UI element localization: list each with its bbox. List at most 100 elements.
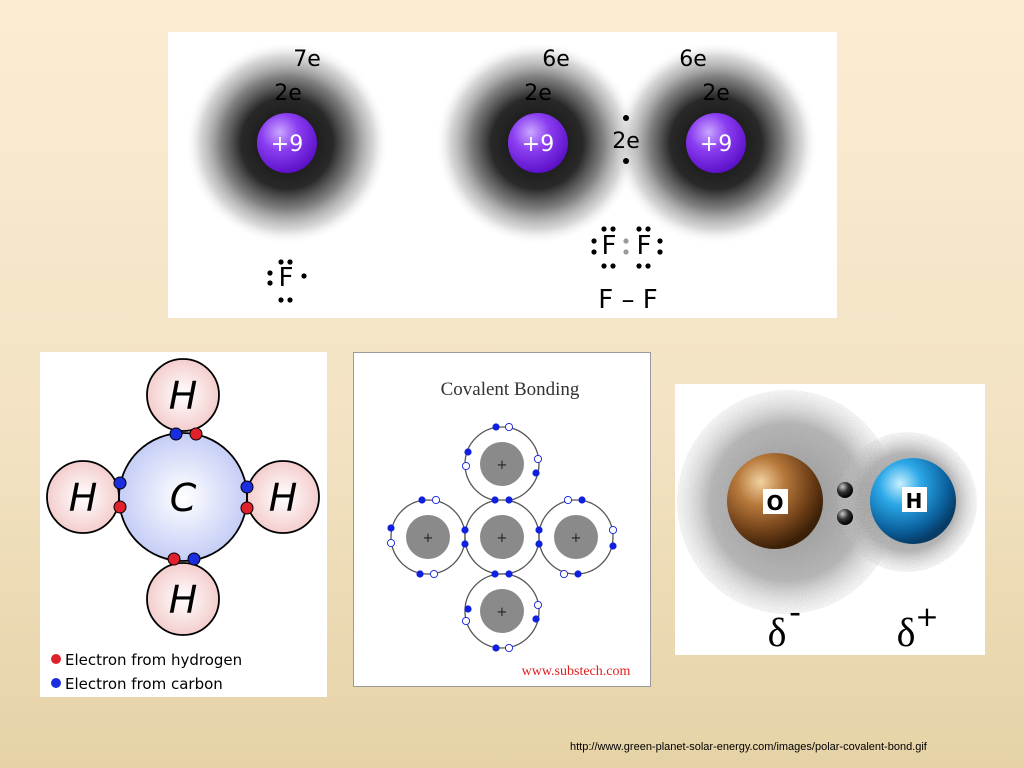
- inner-electrons-atom2: 2e: [524, 81, 552, 106]
- legend-hydrogen-marker: [51, 654, 61, 664]
- electron: [461, 540, 469, 548]
- hydrogen-symbol-bottom: H: [169, 578, 198, 622]
- carbon-atom: [118, 432, 248, 562]
- electron: [535, 540, 543, 548]
- hollow-electron: [461, 461, 471, 471]
- nucleus-atom1: [257, 113, 317, 173]
- electron: [505, 496, 513, 504]
- nucleus-sign-bottom: +: [497, 605, 508, 620]
- covalent-bonding-diagram: Covalent Bonding + + + + +: [386, 379, 630, 679]
- nucleus-sign-left: +: [423, 531, 434, 546]
- lewis-electron-dot: [636, 263, 642, 269]
- legend-carbon-marker: [51, 678, 61, 688]
- oxygen-symbol: O: [766, 491, 783, 515]
- nucleus-sign-right: +: [571, 531, 582, 546]
- lewis-electron-dot: [645, 226, 651, 232]
- lewis-electron-dot: [601, 226, 607, 232]
- hollow-electron: [431, 495, 441, 505]
- electron: [464, 448, 472, 456]
- lewis-structure-single-f: F: [267, 259, 307, 303]
- nucleus-right: [554, 515, 598, 559]
- methane-diagram-panel: C H H H H Electron from hydrogen Electro…: [40, 352, 327, 697]
- polar-bond-panel: O H δ - δ +: [675, 384, 985, 655]
- hydrogen-symbol-right: H: [269, 476, 298, 520]
- hydrogen-label-box: [902, 487, 927, 512]
- hydrogen-symbol: H: [906, 489, 923, 513]
- carbon-electron: [240, 480, 254, 494]
- hydrogen-symbol-left: H: [69, 476, 98, 520]
- electron: [574, 570, 582, 578]
- lewis-electron-dot: [591, 249, 597, 255]
- electron: [491, 570, 499, 578]
- lewis-electron-dot: [636, 226, 642, 232]
- electron: [578, 496, 586, 504]
- hydrogen-electron: [167, 552, 181, 566]
- electron: [505, 570, 513, 578]
- electron: [492, 423, 500, 431]
- hollow-electron: [559, 569, 569, 579]
- electron: [418, 496, 426, 504]
- carbon-electron: [187, 552, 201, 566]
- nucleus-charge-atom2: +9: [522, 132, 554, 157]
- carbon-electron: [169, 427, 183, 441]
- electron: [461, 526, 469, 534]
- lewis-electron-dot: [278, 297, 284, 303]
- lewis-electron-dot: [657, 249, 663, 255]
- hollow-electron: [461, 616, 471, 626]
- shared-electron-dot: [623, 115, 629, 121]
- hollow-electron: [563, 495, 573, 505]
- partial-negative-sign: -: [789, 593, 800, 630]
- covalent-title: Covalent Bonding: [441, 379, 580, 400]
- nucleus-charge-atom3: +9: [700, 132, 732, 157]
- inner-electrons-atom1: 2e: [274, 81, 302, 106]
- electron: [416, 570, 424, 578]
- inner-electrons-atom3: 2e: [702, 81, 730, 106]
- covalent-bonding-panel: Covalent Bonding + + + + +: [353, 352, 651, 687]
- outer-electrons-atom3: 6e: [679, 47, 707, 72]
- nucleus-center: [480, 515, 524, 559]
- lewis-electron-dot: [267, 270, 273, 276]
- polar-bond-diagram: O H δ - δ +: [677, 390, 977, 655]
- hydrogen-symbol-top: H: [169, 374, 198, 418]
- lewis-electron-dot: [591, 238, 597, 244]
- partial-negative-delta: δ: [768, 610, 787, 655]
- lewis-f2-right-symbol: F: [637, 231, 652, 261]
- electron: [491, 496, 499, 504]
- nucleus-bottom: [480, 589, 524, 633]
- hollow-electron: [608, 525, 618, 535]
- electron: [532, 469, 540, 477]
- hollow-electron: [533, 454, 543, 464]
- shared-electron-dot: [623, 158, 629, 164]
- methane-legend: Electron from hydrogen Electron from car…: [51, 651, 242, 693]
- nucleus-left: [406, 515, 450, 559]
- electron: [609, 542, 617, 550]
- electron: [387, 524, 395, 532]
- lewis-shared-dot: [623, 238, 629, 244]
- bonding-electron: [837, 509, 853, 525]
- hollow-electron: [504, 643, 514, 653]
- lewis-electron-dot: [645, 263, 651, 269]
- hydrogen-electron: [113, 500, 127, 514]
- hydrogen-electron: [240, 501, 254, 515]
- lewis-structure-f2: F F: [591, 226, 663, 269]
- lewis-electron-dot: [610, 226, 616, 232]
- hollow-electron: [429, 569, 439, 579]
- electron: [535, 526, 543, 534]
- lewis-electron-dot: [278, 259, 284, 265]
- shared-electrons-label: 2e: [612, 129, 640, 154]
- electron: [464, 605, 472, 613]
- fluorine-bond-diagram: 7e 2e +9 6e 2e +9 6e 2e +9 2e F: [185, 41, 818, 315]
- nucleus-sign-center: +: [497, 531, 508, 546]
- lewis-electron-dot: [301, 273, 307, 279]
- hollow-electron: [533, 600, 543, 610]
- hydrogen-atom-bottom: [146, 562, 220, 636]
- hollow-electron: [386, 538, 396, 548]
- lewis-f-symbol: F: [279, 263, 294, 293]
- nucleus-atom3: [686, 113, 746, 173]
- outer-electrons-atom2: 6e: [542, 47, 570, 72]
- hydrogen-atom-top: [146, 358, 220, 432]
- partial-positive-delta: δ: [897, 610, 916, 655]
- hydrogen-electron: [189, 427, 203, 441]
- nucleus-charge-atom1: +9: [271, 132, 303, 157]
- lewis-electron-dot: [287, 259, 293, 265]
